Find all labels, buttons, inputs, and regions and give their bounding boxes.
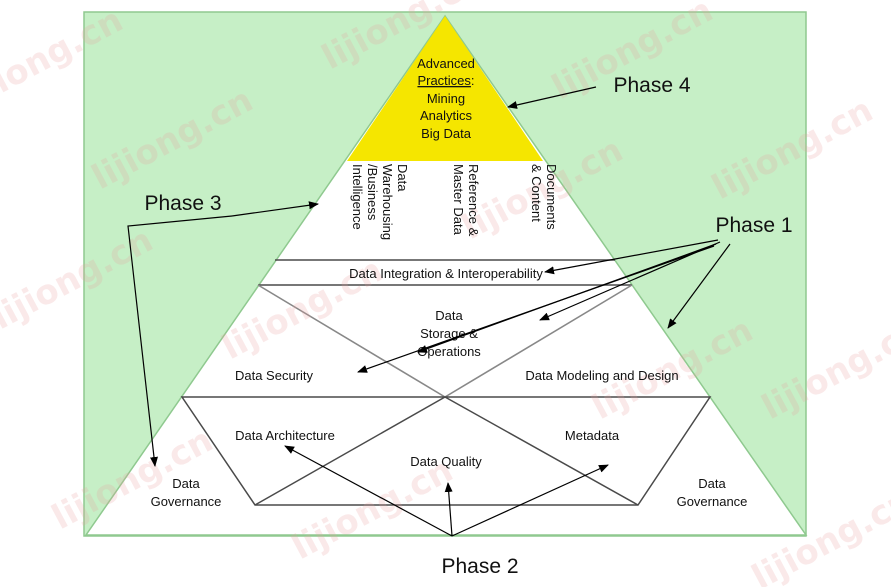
apex-text: Advanced Practices: Mining Analytics Big… (417, 56, 475, 141)
phase-1-arrow-integration (544, 239, 719, 275)
integration-band-label: Data Integration & Interoperability (349, 266, 543, 281)
phase-arrows (127, 86, 731, 537)
cross-line-right (444, 284, 633, 398)
governance-left-line-1: Data (172, 476, 200, 491)
apex-colon: : (471, 73, 475, 88)
apex-practices-underlined: Practices (417, 73, 471, 88)
data-security-label: Data Security (235, 368, 314, 383)
cross-line-left (257, 284, 446, 398)
phase-2-arrow-quality (444, 482, 453, 537)
phase-1-arrow-security (357, 245, 715, 373)
bottom-cross-line-left (254, 396, 446, 506)
col2-line-1: Reference & (466, 164, 481, 237)
data-modeling-label: Data Modeling and Design (525, 368, 678, 383)
col1-line-3: /Business (365, 164, 380, 221)
data-quality-label: Data Quality (410, 454, 482, 469)
col1-line-2: Warehousing (380, 164, 395, 240)
apex-line-2: Practices: (417, 73, 474, 88)
phase-4-label: Phase 4 (613, 74, 690, 97)
column-documents-content: Documents & Content (529, 164, 559, 230)
storage-line-1: Data (435, 308, 463, 323)
metadata-label: Metadata (565, 428, 620, 443)
phase-4-arrow (507, 86, 597, 109)
phase-3-label: Phase 3 (144, 192, 221, 215)
column-data-warehousing: Data Warehousing /Business Intelligence (350, 164, 410, 240)
governance-left-line-2: Governance (151, 494, 222, 509)
pyramid-body (84, 14, 808, 536)
col3-line-2: & Content (529, 164, 544, 222)
phase-1-arrow-edge (667, 243, 731, 329)
col3-line-1: Documents (544, 164, 559, 230)
phase-2-arrow-metadata (451, 464, 609, 537)
phase-2-arrow-architecture (284, 445, 453, 537)
apex-advanced-practices (347, 16, 543, 161)
col1-line-1: Data (395, 164, 410, 192)
column-reference-master-data: Reference & Master Data (451, 164, 481, 237)
phase-1-label: Phase 1 (715, 214, 792, 237)
col2-line-2: Master Data (451, 164, 466, 236)
apex-line-4: Analytics (420, 108, 473, 123)
bottom-cross-line-right (444, 396, 639, 506)
col1-line-4: Intelligence (350, 164, 365, 230)
phase-2-label: Phase 2 (441, 555, 518, 578)
storage-line-2: Storage & (420, 326, 478, 341)
governance-right-line-1: Data (698, 476, 726, 491)
data-architecture-label: Data Architecture (235, 428, 335, 443)
apex-line-1: Advanced (417, 56, 475, 71)
storage-line-3: Operations (417, 344, 481, 359)
apex-line-3: Mining (427, 91, 465, 106)
phase-3-arrow-to-columns (231, 201, 319, 217)
governance-right-line-2: Governance (677, 494, 748, 509)
phase-3-arrow-to-governance (127, 215, 233, 467)
apex-line-5: Big Data (421, 126, 472, 141)
